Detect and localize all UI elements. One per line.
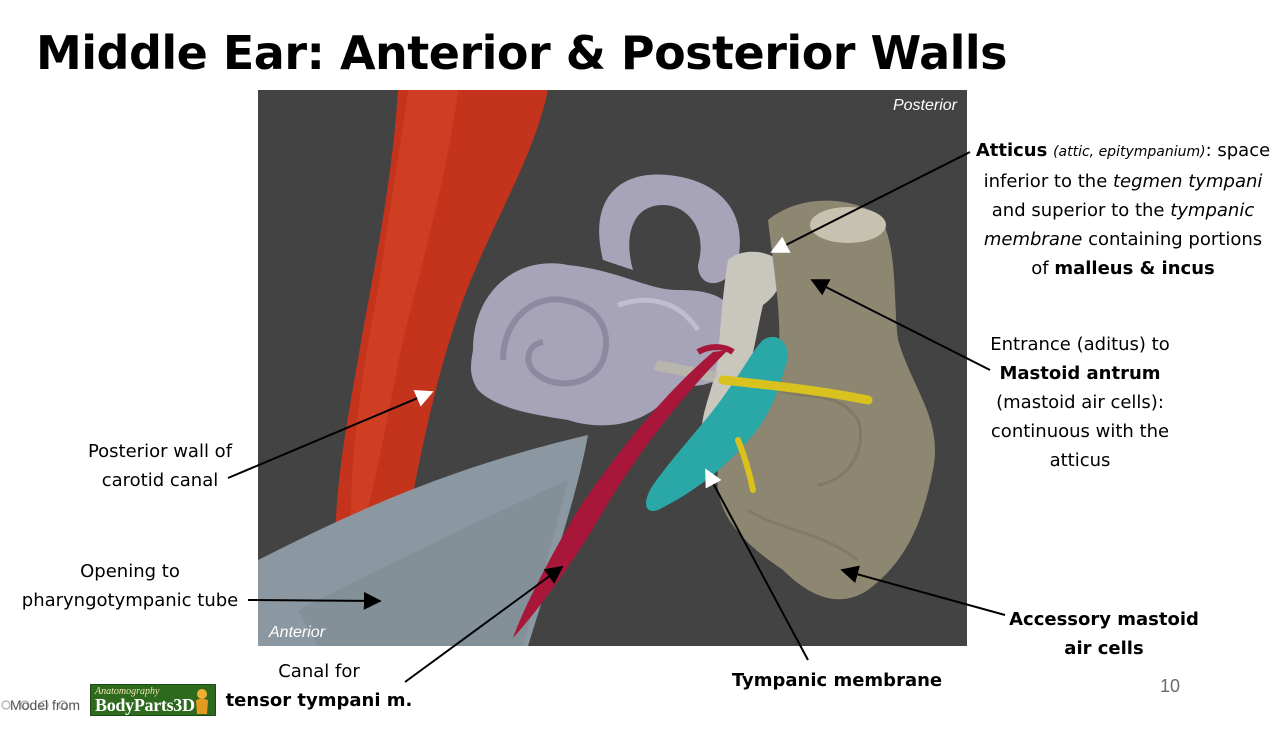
- label-carotid-canal: Posterior wall of carotid canal: [60, 437, 260, 495]
- atticus-line2-pre: inferior to the: [983, 171, 1113, 192]
- page-number: 10: [1160, 676, 1181, 696]
- tensor-line2: tensor tympani m.: [225, 690, 413, 711]
- atticus-line3-it: tympanic: [1170, 200, 1255, 221]
- label-tympanic-membrane: Tympanic membrane: [726, 666, 948, 695]
- anatomy-figure-icon: [196, 689, 208, 714]
- atticus-line4-it: membrane: [983, 229, 1083, 250]
- pharyngo-line1: Opening to: [80, 561, 180, 582]
- atticus-line5-pre: of: [1031, 258, 1055, 279]
- pager-dots-icon: [1, 700, 68, 710]
- antrum-line4: continuous with the: [990, 421, 1170, 442]
- pharyngo-line2: pharyngotympanic tube: [21, 590, 239, 611]
- label-pharyngotympanic: Opening to pharyngotympanic tube: [8, 557, 252, 615]
- ear-model-figure: Posterior Anterior: [258, 90, 967, 646]
- model-credit: Model from: [10, 697, 81, 713]
- tensor-line1: Canal for: [278, 661, 360, 682]
- carotid-line2: carotid canal: [101, 470, 219, 491]
- logo-top-text: Anatomography: [95, 686, 160, 697]
- antrum-line2: Mastoid antrum: [999, 363, 1161, 384]
- bodyparts3d-logo[interactable]: Anatomography BodyParts3D: [90, 684, 216, 716]
- atticus-term: Atticus: [975, 140, 1048, 161]
- chorda-tympani-shape: [718, 375, 873, 405]
- label-accessory-mastoid: Accessory mastoid air cells: [990, 605, 1218, 663]
- atticus-synonyms: (attic, epitympanium): [1053, 144, 1206, 160]
- atticus-line5-bold: malleus & incus: [1054, 258, 1215, 279]
- atticus-line1-rest: : space: [1205, 140, 1271, 161]
- atticus-line2-it: tegmen tympani: [1113, 171, 1263, 192]
- orientation-posterior-label: Posterior: [892, 97, 957, 114]
- tympanic-bold: Tympanic membrane: [731, 670, 943, 691]
- accessory-line1: Accessory mastoid: [1009, 609, 1199, 630]
- logo-main-text: BodyParts3D: [95, 695, 195, 715]
- label-tensor-tympani: Canal for tensor tympani m.: [222, 657, 416, 715]
- label-atticus: Atticus (attic, epitympanium): space inf…: [968, 136, 1278, 283]
- slide-title: Middle Ear: Anterior & Posterior Walls: [36, 26, 1008, 80]
- accessory-line2: air cells: [1064, 638, 1144, 659]
- orientation-anterior-label: Anterior: [269, 624, 326, 641]
- semicircular-canal-shape: [599, 174, 740, 284]
- antrum-line5: atticus: [1049, 450, 1111, 471]
- atticus-line3-pre: and superior to the: [991, 200, 1171, 221]
- carotid-line1: Posterior wall of: [87, 441, 233, 462]
- atticus-line4-rest: containing portions: [1082, 229, 1263, 250]
- ear-3d-model: [258, 90, 935, 646]
- label-mastoid-antrum: Entrance (aditus) to Mastoid antrum (mas…: [960, 330, 1200, 475]
- malleus-incus-shape: [701, 251, 783, 437]
- antrum-line1: Entrance (aditus) to: [990, 334, 1170, 355]
- tensor-tympani-shape: [513, 350, 728, 638]
- antrum-line3: (mastoid air cells):: [996, 392, 1164, 413]
